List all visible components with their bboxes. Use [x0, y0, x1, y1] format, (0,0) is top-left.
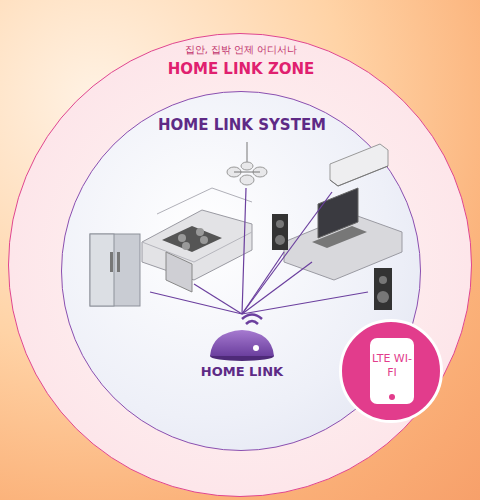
phone-button	[389, 394, 395, 400]
hub-label: HOME LINK	[192, 364, 292, 380]
phone-badge: LTE WI-FI	[339, 319, 443, 423]
hub-device: HOME LINK	[192, 312, 292, 392]
zone-heading: HOME LINK ZONE	[9, 60, 473, 79]
zone-subtitle: 집안, 집밖 언제 어디서나	[9, 44, 473, 57]
hub-dome	[192, 312, 292, 362]
phone-label: LTE WI-FI	[372, 352, 412, 380]
zone-circle: 집안, 집밖 언제 어디서나 HOME LINK ZONE HOME LINK S…	[8, 33, 472, 497]
system-heading: HOME LINK SYSTEM	[62, 116, 422, 135]
